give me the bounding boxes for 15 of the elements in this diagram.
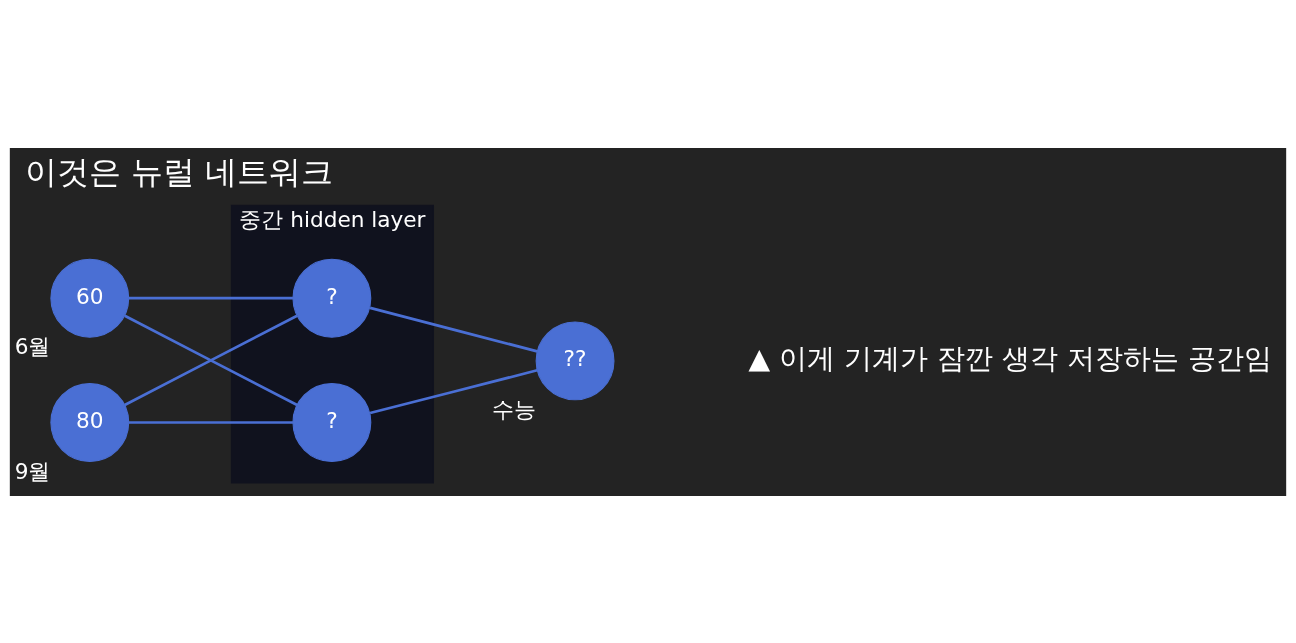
connector [369,306,538,353]
node-circle: 80 [50,382,130,462]
node-label: 9월 [14,458,51,484]
node-circle: ?? [535,320,615,400]
connector [128,296,293,300]
node-circle: 60 [50,258,130,338]
label: ▲ 이게 기계가 잠깐 생각 저장하는 공간임 [748,341,1272,375]
node-label: 수능 [491,396,536,422]
diagram-title: 이것은 뉴럴 네트워크 [24,152,334,191]
connector [124,314,298,406]
connector [369,368,538,414]
node-circle: ? [292,382,372,462]
connector [128,420,293,424]
node-circle: ? [292,258,372,338]
node-label: 6월 [14,333,51,359]
